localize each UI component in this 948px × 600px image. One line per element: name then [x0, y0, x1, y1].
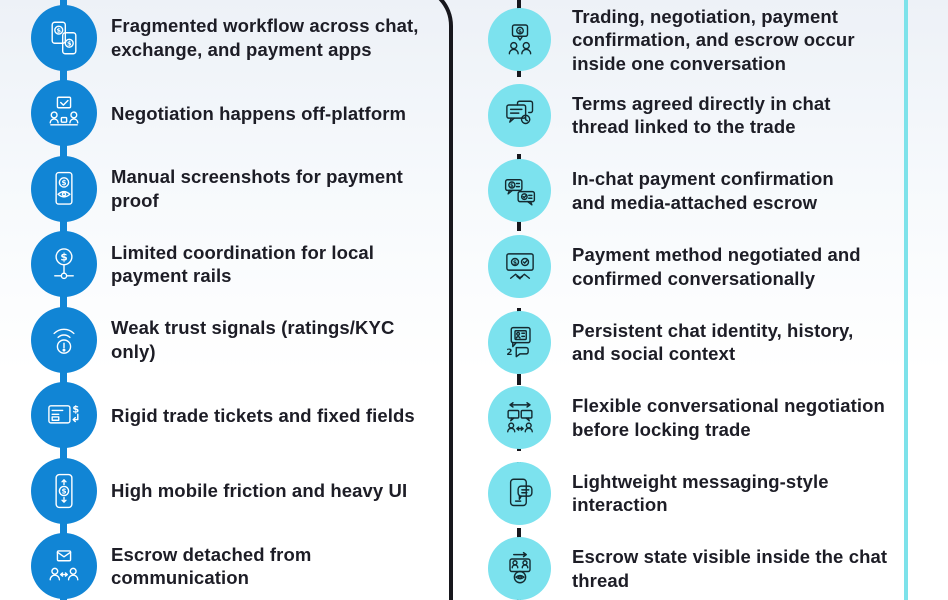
messaging-style-icon [488, 461, 551, 525]
item-label: Escrow detached from communication [111, 543, 312, 589]
flexible-negotiation-icon [488, 386, 551, 450]
svg-text:$: $ [518, 29, 522, 35]
item-label: Escrow state visible inside the chat thr… [572, 546, 888, 591]
svg-text:$: $ [67, 39, 72, 47]
payment-screenshot-icon: $ [31, 155, 97, 222]
item-label: Trading, negotiation, payment confirmati… [572, 5, 855, 74]
right-item-4: $ Payment method negotiated and confirme… [488, 229, 932, 305]
chat-identity-icon: 2 [488, 310, 551, 374]
right-item-3: $ In-chat payment confirmation and media… [488, 153, 932, 229]
left-item-7: $ High mobile friction and heavy UI [31, 453, 471, 529]
conversation-trade-icon: $ [488, 8, 551, 72]
right-item-8: Escrow state visible inside the chat thr… [488, 531, 932, 600]
item-label: Persistent chat identity, history, and s… [572, 319, 854, 365]
item-label: Manual screenshots for payment proof [111, 166, 403, 211]
chat-terms-icon [488, 83, 551, 147]
left-timeline-rail [60, 0, 67, 600]
right-item-6: Flexible conversational negotiation befo… [488, 380, 932, 456]
item-label: Fragmented workflow across chat, exchang… [111, 15, 419, 60]
svg-text:$: $ [61, 178, 66, 187]
left-item-8: Escrow detached from communication [31, 529, 471, 600]
left-item-2: Negotiation happens off-platform [31, 76, 471, 152]
payment-rails-icon: $ [31, 231, 97, 298]
right-card-border [904, 0, 908, 600]
trade-ticket-icon: $ [31, 382, 97, 449]
left-card-border [0, 0, 453, 600]
right-item-7: Lightweight messaging-style interaction [488, 456, 932, 532]
item-label: High mobile friction and heavy UI [111, 480, 408, 501]
svg-text:$: $ [60, 252, 67, 264]
svg-text:$: $ [512, 259, 516, 266]
item-label: Negotiation happens off-platform [111, 102, 407, 124]
escrow-visible-icon [488, 537, 551, 600]
right-item-5: 2 Persistent chat identity, history, and… [488, 304, 932, 380]
left-item-3: $ Manual screenshots for payment proof [31, 151, 471, 227]
item-label: Payment method negotiated and confirmed … [572, 244, 861, 289]
item-label: Rigid trade tickets and fixed fields [111, 404, 415, 426]
item-label: Weak trust signals (ratings/KYC only) [111, 317, 395, 362]
svg-text:2: 2 [506, 348, 512, 358]
weak-trust-signal-icon [31, 306, 97, 373]
inchat-payment-icon: $ [488, 159, 551, 223]
negotiation-meeting-icon [31, 80, 97, 147]
svg-text:$: $ [510, 183, 514, 189]
left-item-6: $ Rigid trade tickets and fixed fields [31, 378, 471, 454]
payment-negotiation-icon: $ [488, 235, 551, 299]
right-item-1: $ Trading, negotiation, payment confirma… [488, 2, 932, 78]
svg-text:$: $ [72, 405, 79, 416]
item-label: Lightweight messaging-style interaction [572, 470, 829, 516]
item-label: Limited coordination for local payment r… [111, 241, 375, 287]
item-label: Terms agreed directly in chat thread lin… [572, 92, 831, 138]
right-item-2: Terms agreed directly in chat thread lin… [488, 78, 932, 154]
left-column: $ $ Fragmented workflow across chat, exc… [31, 0, 471, 600]
svg-text:$: $ [56, 26, 61, 34]
right-column: $ Trading, negotiation, payment confirma… [488, 2, 932, 600]
right-timeline-rail [517, 0, 521, 600]
left-item-1: $ $ Fragmented workflow across chat, exc… [31, 0, 471, 76]
item-label: Flexible conversational negotiation befo… [572, 395, 885, 440]
mobile-friction-icon: $ [31, 457, 97, 524]
payment-apps-icon: $ $ [31, 4, 97, 71]
left-item-5: Weak trust signals (ratings/KYC only) [31, 302, 471, 378]
item-label: In-chat payment confirmation and media-a… [572, 168, 834, 213]
left-item-4: $ Limited coordination for local payment… [31, 227, 471, 303]
svg-text:$: $ [61, 486, 66, 495]
detached-escrow-icon [31, 533, 97, 600]
